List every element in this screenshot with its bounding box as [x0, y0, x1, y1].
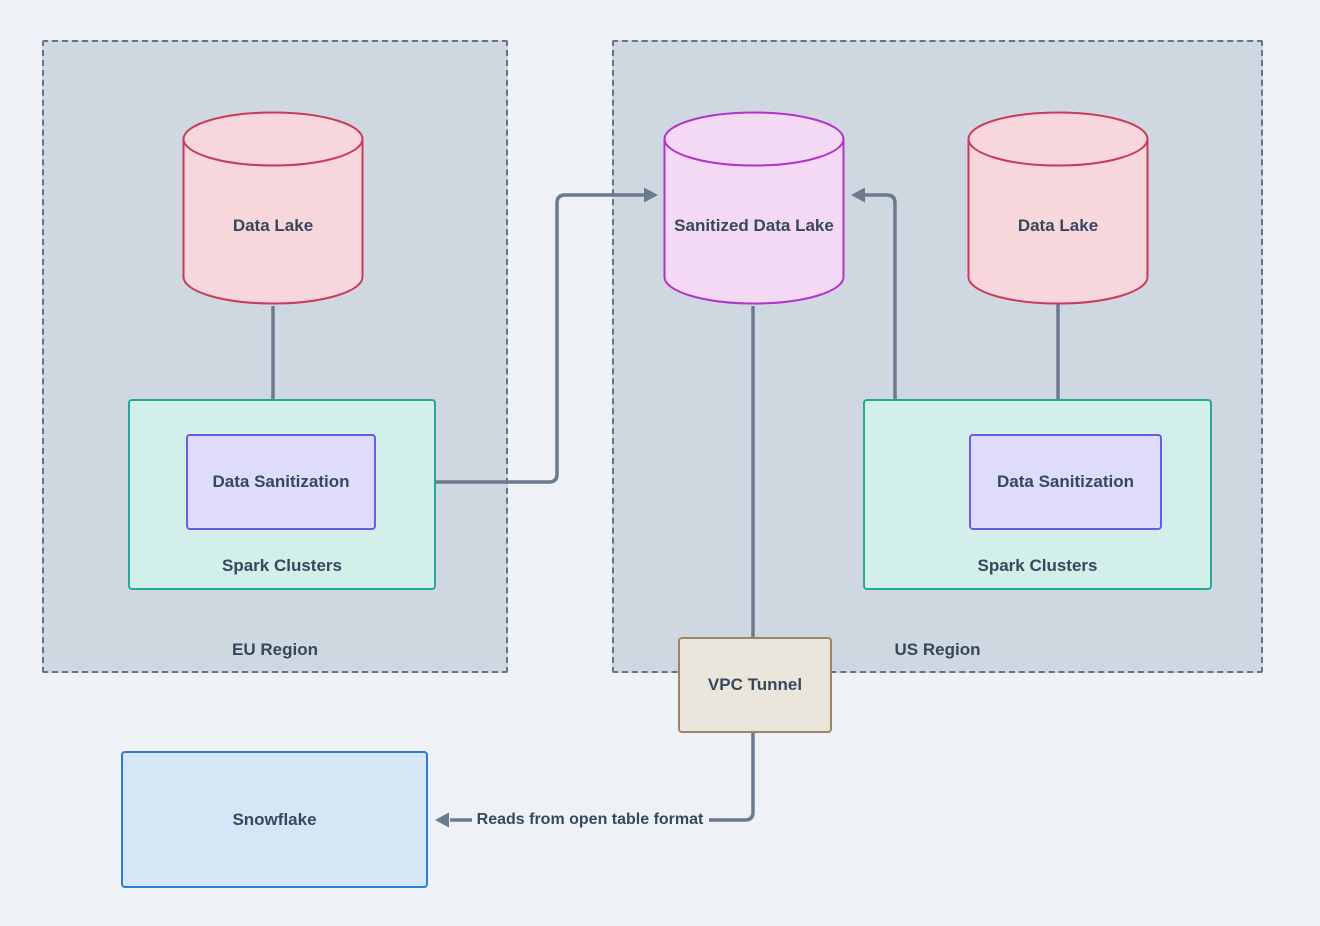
node-us-data-sanitization-label: Data Sanitization: [997, 472, 1134, 491]
node-eu-data-lake: Data Lake: [182, 111, 364, 305]
region-us-label: US Region: [894, 640, 981, 659]
node-sanitized-data-lake: Sanitized Data Lake: [663, 111, 845, 305]
node-us-data-sanitization: Data Sanitization: [969, 434, 1162, 530]
node-us-data-lake-label: Data Lake: [1017, 216, 1099, 235]
edge-label-reads-from-open-table-format: Reads from open table format: [476, 811, 704, 828]
edge-vpc-to-label: [709, 731, 755, 822]
node-vpc-tunnel: VPC Tunnel: [678, 637, 832, 733]
node-eu-data-lake-label: Data Lake: [232, 216, 314, 235]
node-eu-data-sanitization: Data Sanitization: [186, 434, 376, 530]
node-snowflake-label: Snowflake: [232, 809, 317, 829]
cylinder-shape-icon: [182, 111, 364, 305]
node-us-data-lake: Data Lake: [967, 111, 1149, 305]
node-us-spark-clusters-label: Spark Clusters: [977, 556, 1098, 575]
arrowhead-left-icon: [435, 812, 449, 828]
cylinder-shape-icon: [663, 111, 845, 305]
node-eu-spark-clusters-label: Spark Clusters: [222, 556, 342, 575]
node-sanitized-data-lake-label: Sanitized Data Lake: [674, 216, 834, 235]
node-eu-data-sanitization-label: Data Sanitization: [212, 472, 350, 491]
node-snowflake: Snowflake: [121, 751, 428, 888]
cylinder-shape-icon: [967, 111, 1149, 305]
node-vpc-tunnel-label: VPC Tunnel: [707, 675, 803, 694]
region-eu-label: EU Region: [232, 640, 318, 659]
